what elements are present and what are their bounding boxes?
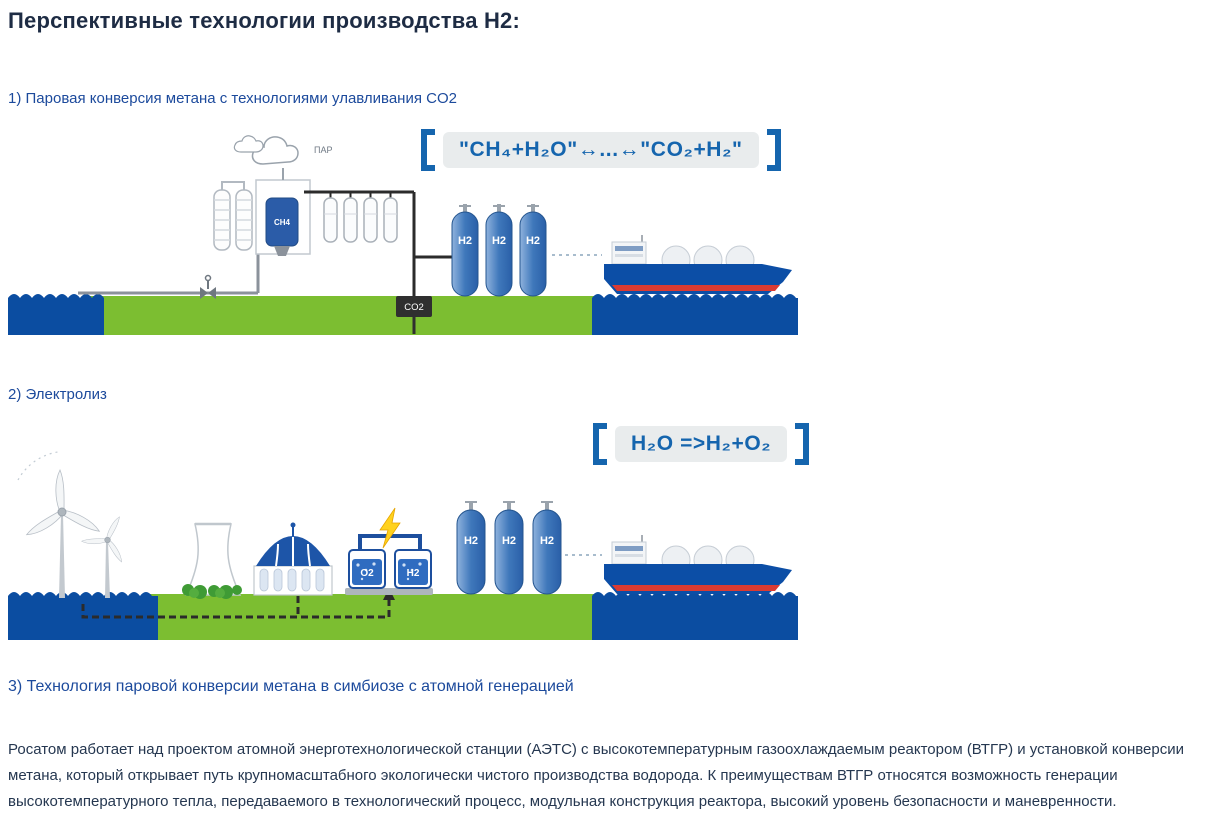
water-left [8,294,104,335]
bushes [182,584,242,599]
ch4-label: CH4 [274,218,291,227]
section-3-paragraph: Росатом работает над проектом атомной эн… [8,741,1184,810]
h2-cell-label: H2 [407,568,420,579]
h2-tank [451,211,479,297]
page-title: Перспективные технологии производства H2… [8,8,521,33]
page: Перспективные технологии производства H2… [8,8,1184,810]
h2-tank [532,509,562,595]
h2-tank-label: H2 [464,535,478,547]
water-right [592,294,798,335]
h2-tank [456,509,486,595]
section-1-heading: 1) Паровая конверсия метана с технология… [8,90,457,107]
ground [86,296,594,335]
bracket-left-icon [593,423,607,465]
smr-diagram: ПАР CH4 [8,122,798,337]
psa-columns [304,190,414,243]
h2-tank-label: H2 [502,535,516,547]
electrolysis-diagram: O2 H2 H2 H2 H2 [8,418,810,644]
steam-cloud-small-icon [233,135,264,153]
h2-tank [485,211,513,297]
wind-turbine-large [17,451,101,598]
electrolysis-formula: H₂O =>H₂+O₂ [593,423,810,465]
water-feed-pipe [78,254,260,295]
smr-illustration: ПАР CH4 [8,135,798,335]
h2-tank-label: H2 [526,235,540,247]
bracket-left-icon [421,129,435,171]
h2-tank-label: H2 [540,535,554,547]
smr-formula-text: "CH₄+H₂O"↔...↔"CO₂+H₂" [443,132,759,168]
h2-tank-label: H2 [492,235,506,247]
water-right [592,592,798,640]
electrolysis-formula-text: H₂O =>H₂+O₂ [615,426,788,462]
electrolyzer-unit: O2 H2 [345,507,433,595]
section-2-heading: 2) Электролиз [8,386,107,403]
section-3-heading: 3) Технология паровой конверсии метана в… [8,678,574,695]
wind-turbine-small [80,516,122,598]
co2-underground-storage: CO2 [396,296,432,317]
rotation-dots [17,451,59,481]
underground-pipe [81,596,391,619]
h2-storage-tanks: H2 H2 H2 [451,204,547,297]
bracket-right-icon [795,423,810,465]
cooling-tower [184,522,242,596]
steam-cloud-icon [251,136,299,165]
h2-storage-tanks: H2 H2 H2 [456,501,562,595]
lng-ship [603,234,793,295]
smr-formula: "CH₄+H₂O"↔...↔"CO₂+H₂" [421,129,781,171]
lightning-icon [379,507,401,549]
valve-icon [200,274,216,299]
h2-tank [519,211,547,297]
h2-tank [494,509,524,595]
steam-reformer-unit: ПАР CH4 [213,135,332,256]
reactor-building [253,522,333,596]
bracket-right-icon [766,129,781,171]
lng-ship [603,534,793,595]
electrolysis-illustration: O2 H2 H2 H2 H2 [8,451,798,640]
co2-capture-pipe [412,192,452,334]
o2-label: O2 [360,568,374,579]
h2-tank-label: H2 [458,235,472,247]
co2-label: CO2 [404,302,424,313]
steam-label: ПАР [314,145,332,155]
